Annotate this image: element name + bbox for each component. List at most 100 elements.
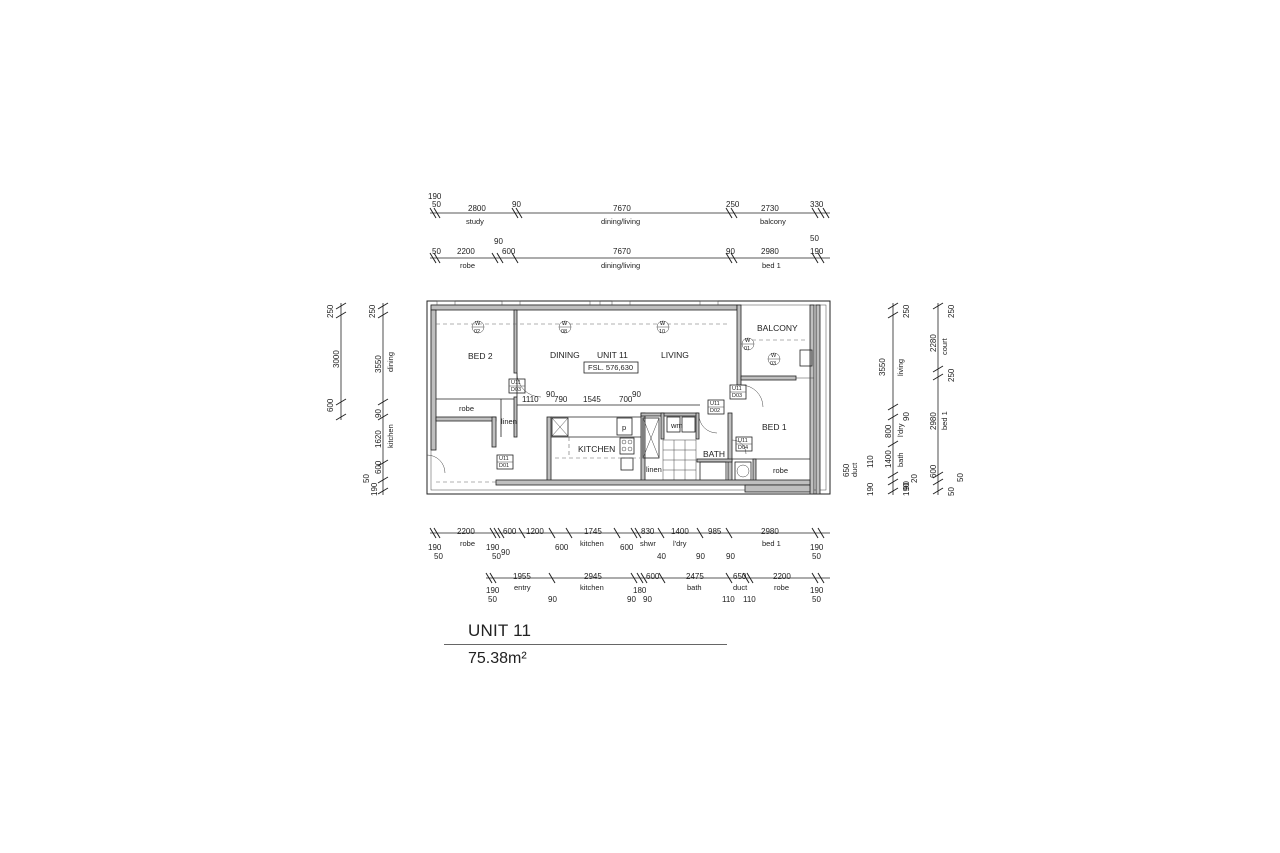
dim-value: 3000 <box>332 350 341 368</box>
dimension-text: W <box>771 353 777 359</box>
dimension-text: 2980 <box>761 527 779 536</box>
dimension-text: bed 1 <box>762 539 781 548</box>
room-labels: BED 2 DINING UNIT 11 LIVING BALCONY BED … <box>459 323 798 475</box>
dim-value: 2980 <box>929 412 938 430</box>
dimension-text: W <box>475 321 481 327</box>
dimension-text: 2200 <box>457 527 475 536</box>
pantry-label: p <box>622 423 626 432</box>
dimension-text: 08 <box>561 329 567 335</box>
left-dimension-strings: 250 3000 600 250 3550 90 1620 600 50 190… <box>326 302 395 496</box>
dimension-text: 1955 <box>513 572 531 581</box>
dim-value: 330 <box>810 200 824 209</box>
room-label-unit: UNIT 11 <box>597 350 628 360</box>
dimension-text: U11 <box>732 386 742 392</box>
inner-kitchen-dimensions: 1110 90 790 1545 700 90 <box>517 390 700 406</box>
dimension-text: D03 <box>511 387 521 393</box>
dim-value: 800 <box>884 424 893 438</box>
dimension-text: 110 <box>722 595 735 604</box>
top-dimension-string-2: 50 2200 90 600 7670 90 2980 190 robe din… <box>429 237 830 270</box>
dim-value: 50 <box>810 234 819 243</box>
dim-value: 1620 <box>374 430 383 448</box>
dim-value: 250 <box>947 368 956 382</box>
dimension-text: 90 <box>546 390 555 399</box>
dimension-text: 600 <box>620 543 634 552</box>
dim-value: 1400 <box>884 450 893 468</box>
dimension-text: 1545 <box>583 395 601 404</box>
right-dimension-strings: 250 3550 250 2280 250 2980 90 800 1400 2… <box>842 302 965 496</box>
dim-value: 650 <box>842 463 851 477</box>
dimension-text: 600 <box>555 543 569 552</box>
room-label-kitchen: KITCHEN <box>578 444 615 454</box>
dim-value: 2280 <box>929 334 938 352</box>
dimension-text: W <box>562 321 568 327</box>
dim-label: dining/living <box>601 217 640 226</box>
title-block: UNIT 11 75.38m² <box>444 620 728 669</box>
dim-value: 90 <box>726 247 735 256</box>
dimension-text: U11 <box>738 438 748 444</box>
linen-cupboard-label: linen <box>501 417 517 426</box>
room-label-bed1: BED 1 <box>762 422 787 432</box>
dimension-text: W <box>745 338 751 344</box>
dimension-text: 650 <box>733 572 747 581</box>
dimension-text: 2200 <box>773 572 791 581</box>
dimension-text: 190 <box>486 586 500 595</box>
dim-value: 190 <box>866 482 875 496</box>
dim-label: bed 1 <box>762 261 781 270</box>
dim-value: 7670 <box>613 247 631 256</box>
unit-title: UNIT 11 <box>468 621 532 640</box>
dimension-text: 90 <box>632 390 641 399</box>
dimension-text: U11 <box>710 401 720 407</box>
dimension-text: 700 <box>619 395 633 404</box>
dim-value: 250 <box>902 304 911 318</box>
linen-cupboard-label: linen <box>646 465 662 474</box>
room-label-bed2: BED 2 <box>468 351 493 361</box>
dim-value: 90 <box>902 481 911 490</box>
dimension-text: 600 <box>646 572 660 581</box>
dim-value: 50 <box>362 474 371 483</box>
room-label-dining: DINING <box>550 350 580 360</box>
dim-label: balcony <box>760 217 786 226</box>
top-dimension-string-1: 190 50 2800 90 7670 250 2730 330 50 stud… <box>428 192 830 243</box>
dim-value: 190 <box>902 482 911 496</box>
dim-value: 2730 <box>761 204 779 213</box>
dim-value: 90 <box>512 200 521 209</box>
dimension-text: 1400 <box>671 527 689 536</box>
dimension-text: l'dry <box>673 539 687 548</box>
dimension-text: kitchen <box>580 539 604 548</box>
dim-value: 7670 <box>613 204 631 213</box>
dimension-text: D02 <box>710 408 720 414</box>
dimension-text: 600 <box>503 527 517 536</box>
dimension-text: D04 <box>738 445 748 451</box>
dimension-text: 110 <box>743 595 756 604</box>
window-tag: W03 <box>767 352 781 367</box>
dim-label: living <box>896 359 905 376</box>
dim-value: 250 <box>368 304 377 318</box>
dim-value: 250 <box>947 304 956 318</box>
dimension-text: kitchen <box>580 583 604 592</box>
dimension-text: 190 <box>428 543 442 552</box>
window-tag: W01 <box>741 337 755 352</box>
dim-value: 50 <box>956 473 965 482</box>
dim-label: study <box>466 217 484 226</box>
dimension-text: 190 <box>810 543 824 552</box>
dimension-text: duct <box>733 583 748 592</box>
dim-value: 600 <box>374 460 383 474</box>
dimension-text: 1200 <box>526 527 544 536</box>
dim-label: court <box>940 337 949 355</box>
dimension-text: bath <box>687 583 702 592</box>
dim-label: kitchen <box>386 424 395 448</box>
dim-value: 190 <box>370 482 379 496</box>
dim-label: bed 1 <box>940 411 949 430</box>
dimension-text: 50 <box>488 595 497 604</box>
dim-value: 50 <box>432 247 441 256</box>
bottom-dimension-string-2: 1955 2945 180 600 2475 650 2200 190 50 9… <box>485 572 830 604</box>
dimension-text: 50 <box>492 552 501 561</box>
bottom-dimension-string-1: 2200 600 1200 1745 830 1400 985 2980 190… <box>428 527 830 561</box>
dim-label: bath <box>896 452 905 467</box>
room-label-robe: robe <box>459 404 474 413</box>
dim-value: 20 <box>910 474 919 483</box>
